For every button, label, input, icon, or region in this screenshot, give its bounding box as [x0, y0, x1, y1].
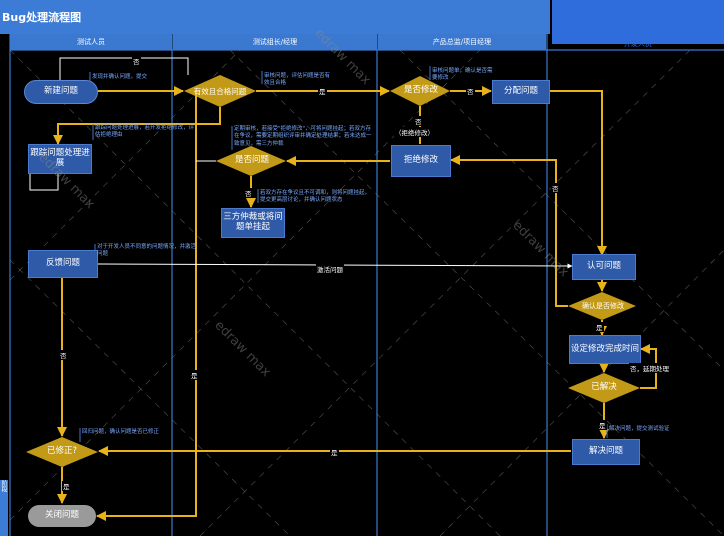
- yellow-connectors: [53, 86, 657, 521]
- edge-label-activate: 激活问题: [316, 264, 344, 274]
- diamond-valid-issue: [184, 75, 256, 107]
- edge-label-no-1: 否: [466, 86, 475, 96]
- diamond-resolved: [568, 373, 640, 403]
- edge-label-delay: 否，延期处理: [629, 363, 670, 373]
- node-valid-issue[interactable]: 有效且合格问题: [193, 86, 247, 96]
- node-reject-modify[interactable]: 拒绝修改: [391, 145, 451, 177]
- node-whether-modify[interactable]: 是否修改: [403, 85, 438, 96]
- edge-label-yes-5: 是: [330, 447, 339, 457]
- node-confirm-issue[interactable]: 认可问题: [572, 254, 636, 280]
- diamond-confirm-modify: [568, 292, 636, 320]
- lane-header-product: 产品总监/项目经理: [378, 34, 546, 50]
- lane-header-developer: 开发人员: [624, 40, 652, 48]
- node-resolved[interactable]: 已解决: [591, 382, 617, 393]
- title-bar: Bug处理流程图: [0, 0, 550, 34]
- side-stage-label: 阶段: [0, 480, 8, 536]
- decision-shapes: [26, 75, 640, 467]
- node-confirm-whether-modify[interactable]: 确认是否修改: [582, 301, 624, 310]
- brand-box: edraw max: [552, 0, 724, 44]
- lane-header-test-lead: 测试组长/经理: [173, 34, 377, 50]
- note-regression: 回归问题，确认问题是否已修正: [82, 429, 160, 435]
- node-corrected[interactable]: 已修正?: [46, 446, 77, 457]
- lane-dividers: [9, 34, 724, 536]
- node-track-issue[interactable]: 跟踪问题处理进展: [28, 144, 92, 174]
- diamond-is-issue: [216, 146, 286, 176]
- node-arbitration[interactable]: 三方仲裁或将问题单挂起: [221, 208, 285, 238]
- note-solve-submit: 解决问题，提交测试验证: [609, 426, 670, 432]
- note-submit: 发现并确认问题，提交: [92, 74, 148, 80]
- edge-label-yes-3: 是: [598, 420, 607, 430]
- note-activate: 对于开发人员不同意的问题情况，并激活问题: [97, 244, 197, 258]
- note-confirm-modify: 审核问题单，确认是否需要修改: [432, 68, 493, 82]
- node-close-issue[interactable]: 关闭问题: [28, 505, 96, 527]
- note-periodic-review: 定期审核，若接受"拒绝修改"，可将问题挂起；若双方存在争议，需要定期组织评审并确…: [234, 126, 372, 147]
- node-assign-issue[interactable]: 分配问题: [492, 80, 550, 104]
- edge-label-no-2: 否: [414, 116, 423, 126]
- edge-label-yes-1: 是: [318, 86, 327, 96]
- edge-label-reject: （拒绝修改）: [394, 127, 435, 137]
- lane-header-tester: 测试人员: [10, 34, 172, 50]
- edge-label-yes-6: 是: [190, 370, 199, 380]
- edge-label-no-3: 否: [132, 56, 141, 66]
- note-escalate: 若双方存在争议且不可调和，则将问题挂起，提交更高层讨论，并确认问题状态: [260, 190, 371, 204]
- node-feedback-issue[interactable]: 反馈问题: [28, 250, 98, 278]
- node-solve-issue[interactable]: 解决问题: [572, 439, 640, 465]
- edge-label-yes-2: 是: [595, 322, 604, 332]
- edge-label-yes-4: 是: [62, 481, 71, 491]
- edge-label-no-5: 否: [551, 183, 560, 193]
- note-track-progress: 跟踪问题处理进展，若开发拒绝修改，评估拒绝理由: [95, 125, 195, 139]
- diagram-title: Bug处理流程图: [2, 11, 82, 24]
- node-is-issue[interactable]: 是否问题: [234, 155, 269, 166]
- note-review: 审核问题，评估问题是否有效且合格: [264, 73, 331, 87]
- node-new-issue[interactable]: 新建问题: [24, 80, 98, 104]
- node-set-completion-time[interactable]: 设定修改完成时间: [569, 335, 641, 364]
- edge-label-no-4: 否: [244, 188, 253, 198]
- edge-label-no-6: 否: [59, 350, 68, 360]
- diamond-whether-modify: [390, 76, 450, 106]
- diamond-corrected: [26, 437, 98, 467]
